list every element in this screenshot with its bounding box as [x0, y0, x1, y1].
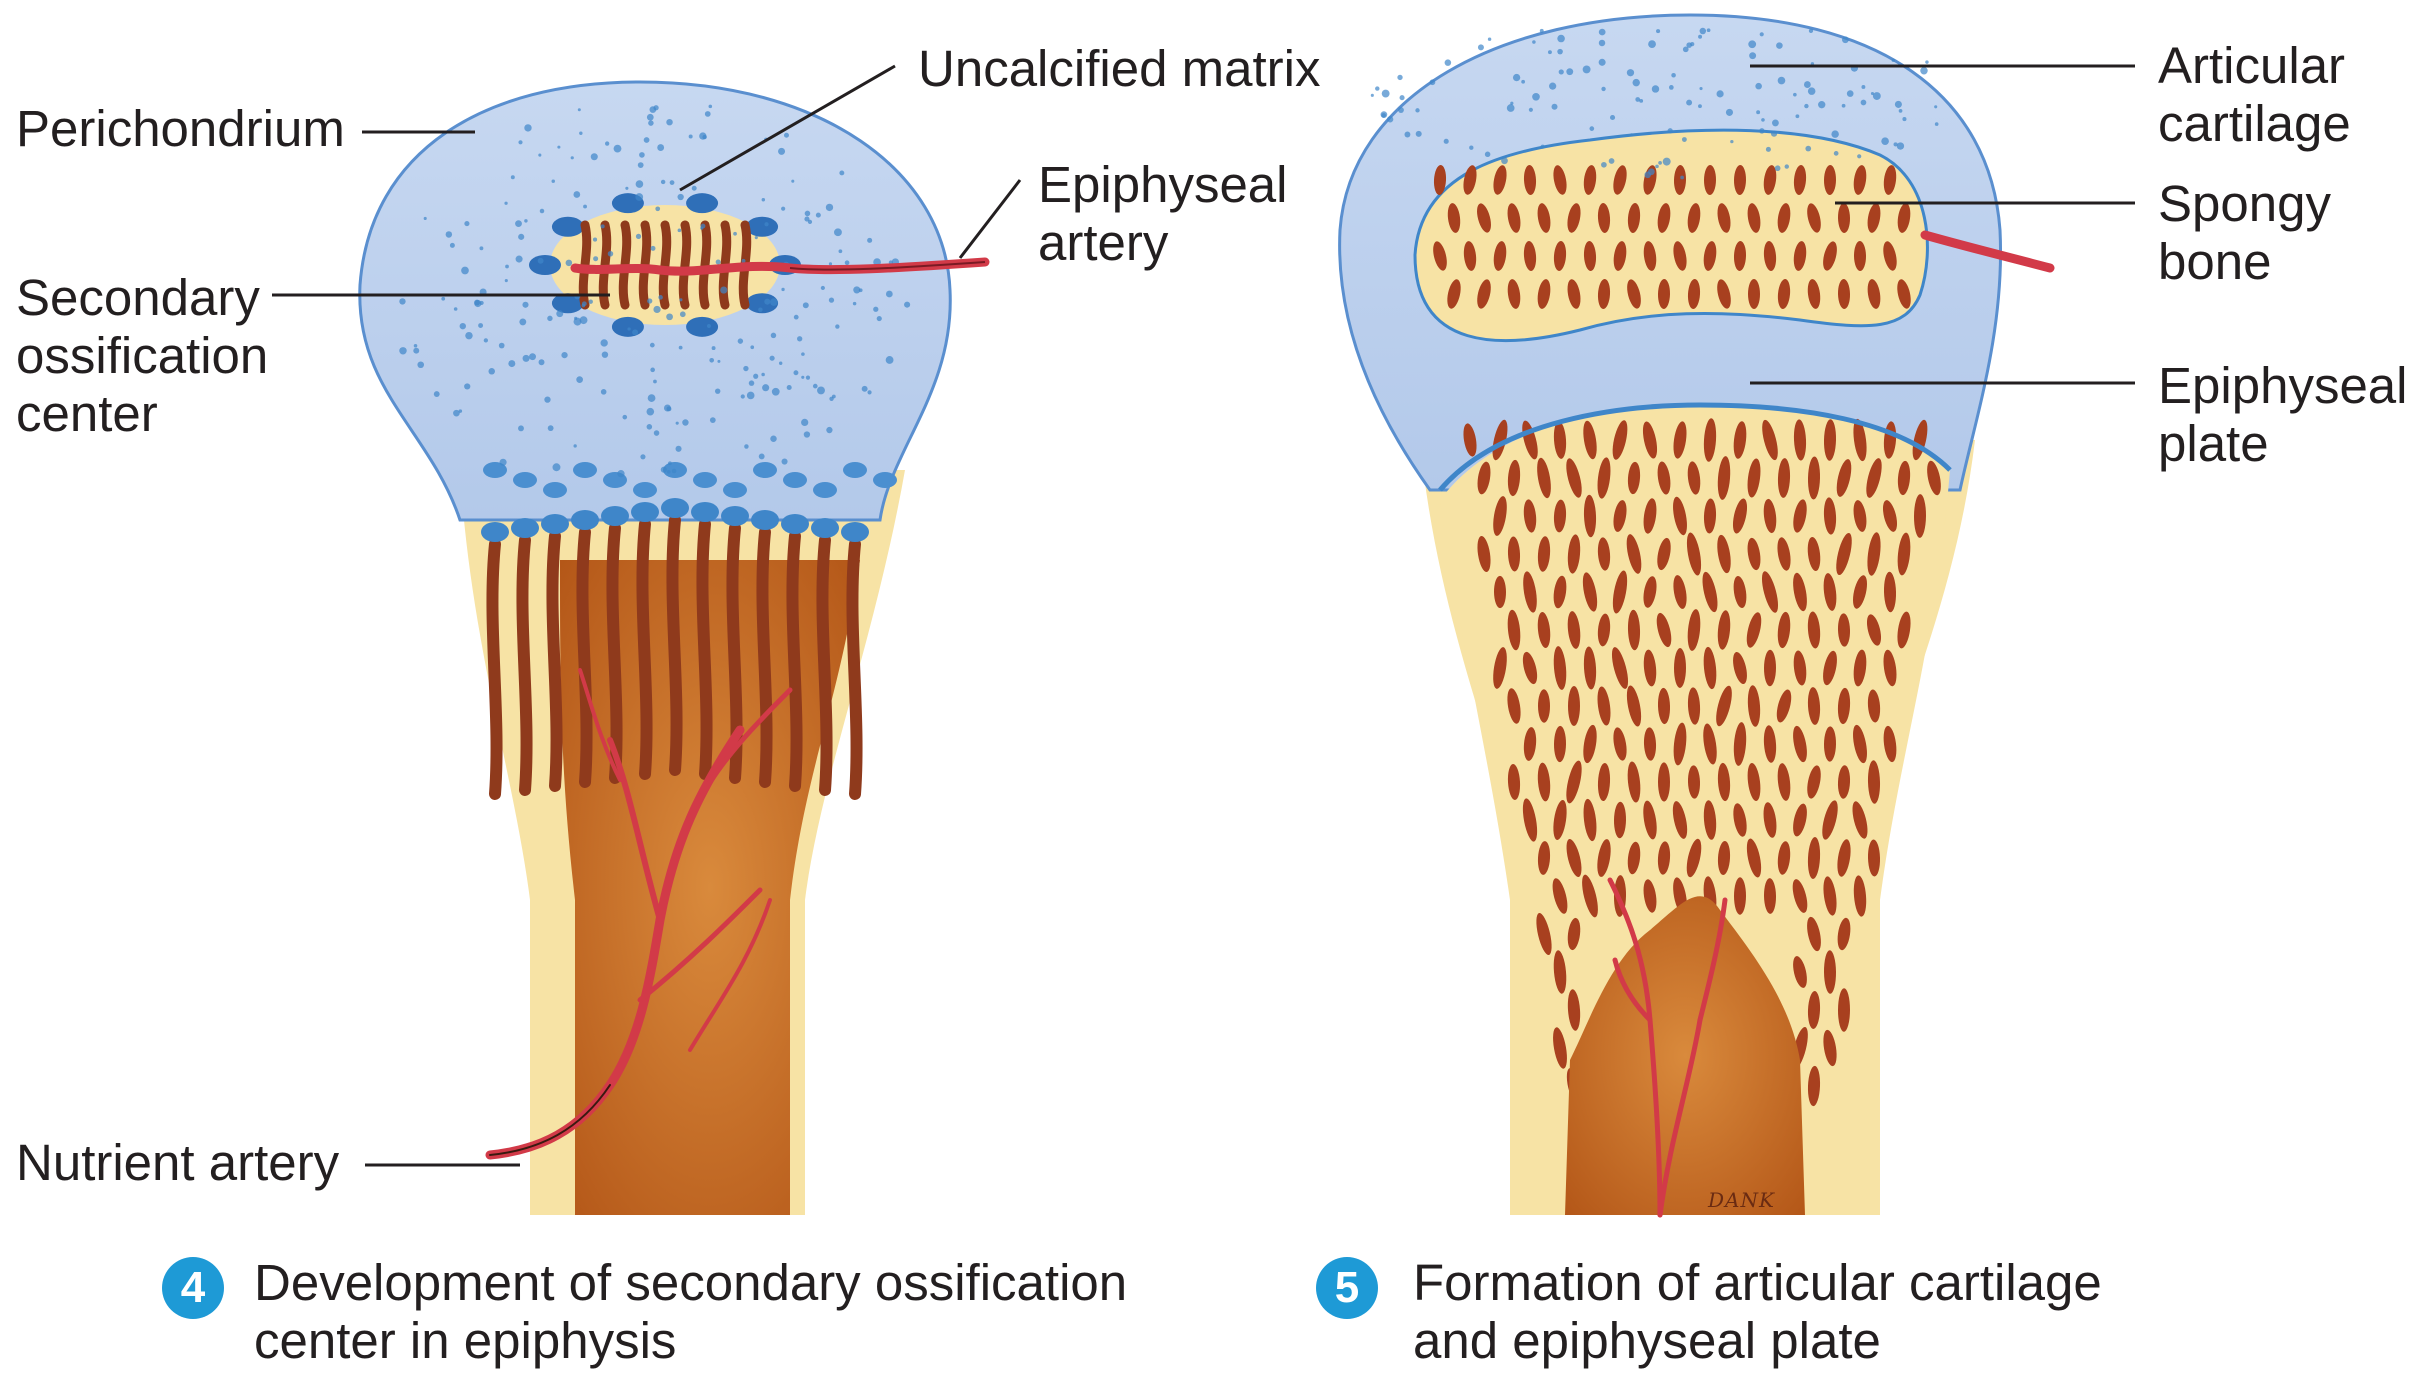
label-secondary-ossification-center: Secondary ossification center: [16, 269, 269, 442]
nutrient-artery-vessel-5: [1607, 877, 1728, 1218]
nutrient-artery-vessel: [485, 668, 793, 1160]
epiphyseal-artery-vessel-5: [1920, 230, 2055, 273]
label-uncalcified-matrix: Uncalcified matrix: [918, 40, 1321, 97]
marrow-cavity: [560, 560, 860, 1215]
artist-signature: DANK: [1708, 1188, 1775, 1212]
epiphyseal-spongy-bone-shape: [1413, 128, 1929, 343]
panel-5-bone: [1338, 13, 2055, 1218]
step-4-badge: 4: [162, 1257, 224, 1319]
panel-4-bone: [358, 80, 990, 1215]
diaphysis-spongy-region: [1440, 405, 1950, 1215]
label-nutrient-artery: Nutrient artery: [16, 1134, 340, 1191]
label-spongy-bone: Spongy bone: [2158, 175, 2331, 290]
panel-4-leader-lines: [272, 64, 1022, 1167]
label-epiphyseal-plate: Epiphyseal plate: [2158, 357, 2408, 472]
marrow-cavity-5: [1565, 896, 1805, 1215]
cartilage-stipple: [399, 104, 911, 478]
label-perichondrium: Perichondrium: [16, 100, 345, 157]
step-5-badge: 5: [1316, 1257, 1378, 1319]
cartilage-stipple-5: [1370, 27, 1939, 180]
primary-ossification-columns: [481, 462, 897, 800]
panel-5-leader-lines: [1750, 64, 2135, 385]
caption-panel-4: Development of secondary ossification ce…: [254, 1254, 1128, 1369]
leader-epiphyseal-artery: [958, 179, 1022, 259]
label-epiphyseal-artery: Epiphyseal artery: [1038, 156, 1288, 271]
leader-uncalcified-matrix: [679, 64, 896, 192]
caption-panel-5: Formation of articular cartilage and epi…: [1413, 1254, 2102, 1369]
label-articular-cartilage: Articular cartilage: [2158, 37, 2351, 152]
